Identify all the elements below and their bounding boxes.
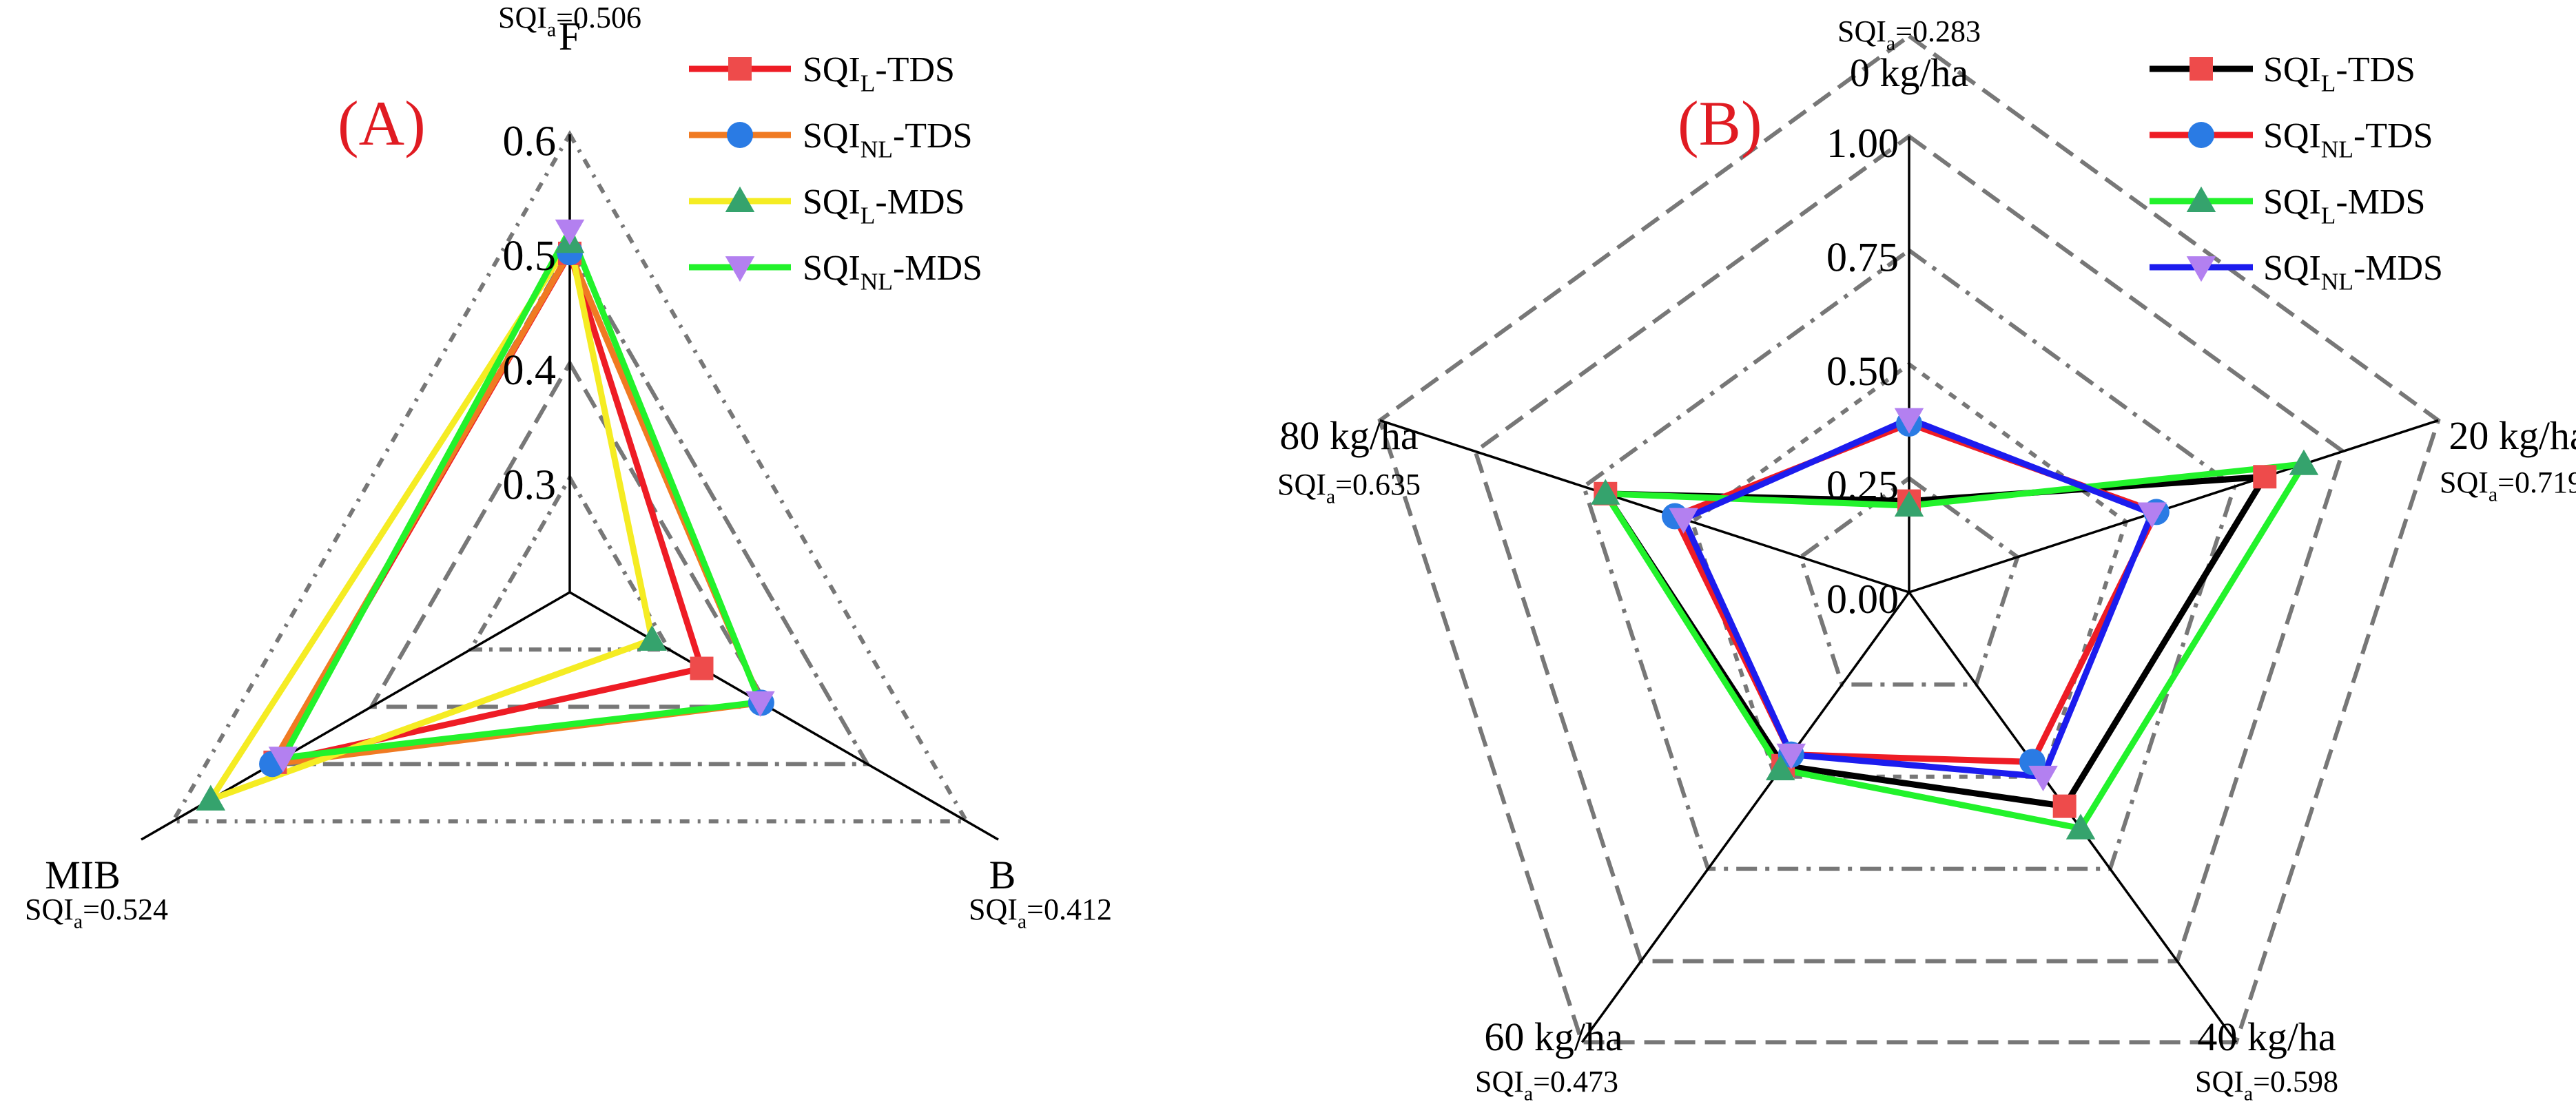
axis-spoke — [1379, 419, 1910, 594]
data-point — [690, 656, 714, 680]
legend-label: SQINL-MDS — [2263, 249, 2443, 295]
grid-ring — [367, 359, 772, 709]
series-line — [1599, 460, 2310, 832]
tick-labels: 0.3 0.4 0.5 0.6 — [503, 118, 557, 509]
sqi-annotation: SQIa=0.283 — [1837, 14, 1981, 54]
tick-label: 1.00 — [1826, 121, 1899, 166]
grid-rings — [1377, 33, 2441, 1045]
axis-label: 20 kg/ha — [2449, 413, 2576, 458]
sqi-annotation: SQIa=0.412 — [969, 893, 1112, 932]
data-point — [555, 219, 585, 245]
axis-label: 80 kg/ha — [1279, 413, 1418, 458]
series-line — [269, 245, 706, 767]
data-point — [1776, 743, 1806, 769]
data-point — [637, 625, 667, 651]
legend-marker — [725, 186, 755, 212]
radar-panel-a: 0.30.40.50.6FSQIa=0.506BSQIa=0.412MIBSQI… — [25, 1, 1112, 932]
panel-label: (A) — [338, 88, 426, 158]
tick-label: 0.3 — [503, 461, 557, 508]
tick-label: 0.25 — [1826, 463, 1899, 508]
tick-label: 0.50 — [1826, 348, 1899, 394]
series-lines — [1599, 415, 2310, 832]
legend-label: SQIL-MDS — [2263, 183, 2425, 229]
legend-marker — [2189, 57, 2213, 81]
legend-label: SQINL-TDS — [803, 116, 973, 163]
grid-ring — [1798, 475, 2020, 687]
grid-ring — [466, 473, 673, 652]
grid-ring — [169, 129, 971, 824]
axis-label: F — [559, 14, 581, 59]
data-point — [745, 691, 775, 717]
legend-marker — [725, 256, 755, 282]
legend: SQIL-TDS SQINL-TDS SQIL-MDS SQINL-MDS — [2150, 50, 2443, 295]
axis-spoke — [1580, 591, 1910, 1043]
axis-spokes — [1379, 136, 2439, 1043]
series-markers — [196, 219, 775, 811]
grid-ring — [1472, 134, 2346, 963]
tick-label: 0.6 — [503, 118, 557, 165]
data-point — [1894, 490, 1924, 517]
legend-label: SQIL-TDS — [2263, 50, 2415, 97]
axis-label: MIB — [45, 853, 121, 897]
sqi-annotation: SQIa=0.506 — [498, 1, 641, 41]
grid-rings — [169, 129, 971, 824]
sqi-annotation: SQIa=0.635 — [1277, 468, 1421, 508]
data-point — [2253, 465, 2277, 489]
legend-label: SQINL-MDS — [803, 249, 982, 295]
data-point — [2289, 449, 2319, 475]
data-point — [2028, 765, 2058, 792]
axis-spoke — [1908, 419, 2439, 594]
tick-label: 0.75 — [1826, 235, 1899, 280]
legend: SQIL-TDS SQINL-TDS SQIL-MDS SQINL-MDS — [689, 50, 982, 295]
sqi-annotation: SQIa=0.524 — [25, 893, 168, 932]
data-point — [1669, 508, 1698, 534]
axis-label: B — [989, 853, 1016, 897]
tick-labels: 0.00 0.25 0.50 0.75 1.00 — [1826, 121, 1899, 622]
data-point — [268, 747, 298, 773]
legend-label: SQINL-TDS — [2263, 116, 2433, 163]
legend-label: SQIL-MDS — [803, 183, 965, 229]
legend-label: SQIL-TDS — [803, 50, 955, 97]
grid-ring — [268, 244, 872, 767]
data-point — [1765, 754, 1795, 781]
panel-label: (B) — [1678, 88, 1762, 158]
series-markers — [1591, 408, 2319, 840]
axis-label: 60 kg/ha — [1484, 1014, 1622, 1059]
tick-label: 0.5 — [503, 233, 557, 280]
data-point — [2052, 794, 2077, 818]
legend-marker — [2186, 256, 2216, 282]
legend-marker — [727, 122, 753, 148]
tick-label: 0.00 — [1826, 576, 1899, 622]
legend-marker — [2188, 122, 2214, 148]
sqi-annotation: SQIa=0.719 — [2440, 466, 2576, 506]
series-line — [1679, 415, 2156, 780]
axis-label: 40 kg/ha — [2197, 1014, 2336, 1059]
grid-ring — [1581, 247, 2237, 871]
data-point — [1591, 479, 1620, 505]
data-point — [2065, 813, 2096, 840]
series-line — [277, 223, 765, 762]
sqi-annotation: SQIa=0.598 — [2195, 1065, 2338, 1105]
sqi-annotation: SQIa=0.473 — [1475, 1065, 1618, 1105]
legend-marker — [2186, 186, 2216, 212]
axis-spoke — [569, 591, 999, 841]
data-point — [2137, 502, 2167, 528]
data-point — [196, 784, 226, 811]
legend-marker — [728, 57, 752, 81]
series-line — [203, 233, 656, 806]
tick-label: 0.4 — [503, 347, 557, 394]
series-lines — [203, 223, 766, 806]
data-point — [1894, 408, 1924, 434]
axis-label: 0 kg/ha — [1850, 50, 1968, 95]
